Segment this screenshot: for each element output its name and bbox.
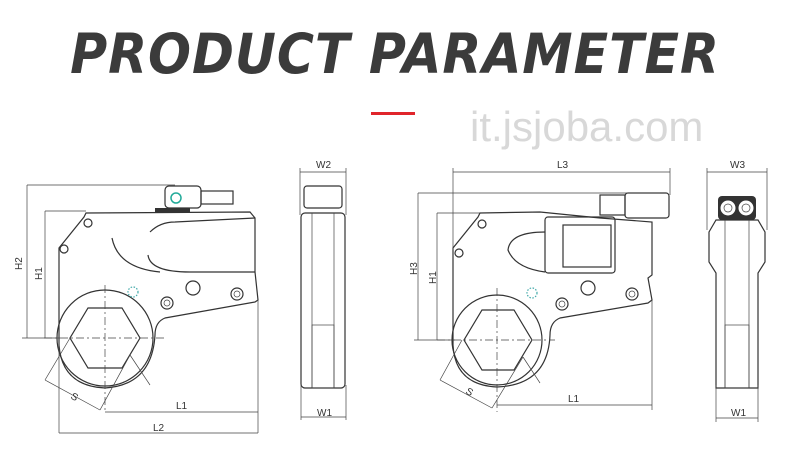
label-s: S	[69, 391, 81, 404]
label-w1-right: W1	[731, 408, 746, 419]
left-tool-front-view	[44, 185, 259, 410]
label-h3: H3	[409, 262, 420, 275]
label-l1: L1	[176, 401, 188, 412]
left-tool-side-view	[299, 168, 347, 420]
right-dimension-lines	[414, 168, 671, 410]
title-underline-accent	[371, 112, 415, 115]
label-l1-right: L1	[568, 394, 580, 405]
label-s-right: S	[464, 386, 476, 399]
right-tool-side-view	[706, 168, 768, 422]
label-l3: L3	[557, 160, 569, 171]
left-dimension-lines	[22, 184, 259, 434]
label-w3: W3	[730, 160, 745, 171]
label-h2: H2	[14, 257, 25, 270]
label-w1: W1	[317, 408, 332, 419]
label-l2: L2	[153, 423, 165, 434]
label-h1-right: H1	[428, 271, 439, 284]
watermark: it.jsjoba.com	[470, 103, 704, 150]
page-title: PRODUCT PARAMETER	[70, 22, 720, 86]
label-w2: W2	[316, 160, 331, 171]
label-h1: H1	[34, 267, 45, 280]
right-tool-front-view	[437, 192, 670, 412]
